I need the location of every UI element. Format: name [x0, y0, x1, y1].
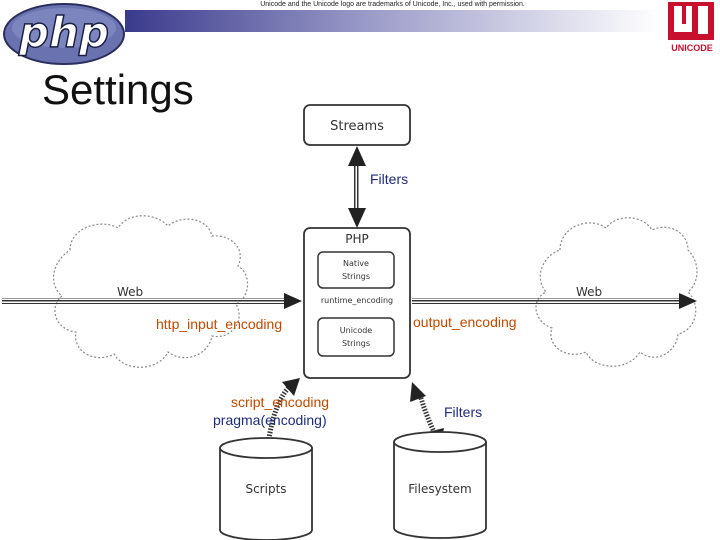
php-box: PHP Native Strings runtime_encoding Unic…: [303, 227, 411, 379]
pragma-encoding-label: pragma(encoding): [213, 412, 327, 428]
runtime-encoding-label: runtime_encoding: [321, 296, 393, 305]
php-box-label: PHP: [345, 232, 369, 246]
unicode-strings-box: [317, 317, 395, 357]
web-left-label: Web: [117, 285, 143, 299]
php-logo: php: [3, 3, 125, 65]
script-encoding-label: script_encoding: [231, 394, 329, 410]
scripts-label: Scripts: [245, 482, 286, 496]
web-flow-arrow: [2, 293, 697, 309]
web-right-cloud: [535, 217, 698, 367]
trademark-notice: Unicode and the Unicode logo are tradema…: [260, 1, 525, 8]
php-logo-text: php: [18, 8, 109, 57]
web-right-label: Web: [576, 285, 602, 299]
scripts-arrow: [265, 378, 300, 446]
unicode-logo-text: UNICODE: [671, 43, 713, 53]
streams-label: Streams: [330, 119, 384, 134]
filters-bottom-label: Filters: [444, 404, 482, 420]
native-strings-line1: Native: [343, 259, 369, 268]
native-strings-line2: Strings: [342, 272, 370, 281]
filters-top-arrow: [348, 146, 366, 228]
unicode-strings-line1: Unicode: [340, 326, 373, 335]
filesystem-cylinder: Filesystem: [393, 431, 487, 539]
scripts-cylinder: Scripts: [219, 437, 313, 540]
filters-top-label: Filters: [370, 171, 408, 187]
web-left-cloud: [53, 215, 249, 368]
unicode-strings-line2: Strings: [342, 339, 370, 348]
streams-box: Streams: [303, 104, 411, 146]
http-input-encoding-label: http_input_encoding: [156, 316, 282, 332]
output-encoding-label: output_encoding: [413, 314, 517, 330]
native-strings-box: [317, 251, 395, 289]
header-bar: [125, 10, 660, 32]
slide-title: Settings: [42, 66, 194, 113]
filesystem-label: Filesystem: [408, 482, 471, 496]
unicode-logo: UNICODE: [668, 2, 714, 53]
